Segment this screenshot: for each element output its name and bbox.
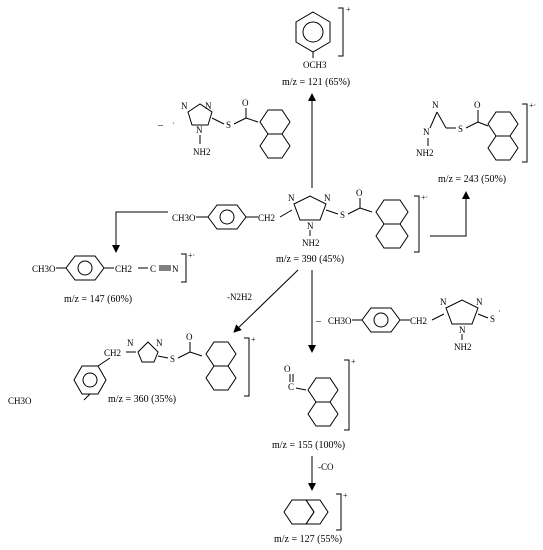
svg-text:–: –: [157, 120, 164, 131]
svg-text:·: ·: [498, 307, 501, 316]
mz-360-label: m/z = 360 (35%): [108, 394, 176, 405]
mz-155-label: m/z = 155 (100%): [272, 440, 345, 451]
svg-text:S: S: [226, 120, 231, 130]
svg-text:+·: +·: [188, 251, 195, 260]
svg-text:N: N: [423, 127, 430, 137]
svg-text:CH2: CH2: [258, 213, 275, 223]
svg-text:+: +: [346, 5, 351, 14]
svg-text:O: O: [242, 98, 249, 108]
svg-text:N: N: [440, 297, 447, 307]
svg-text:C: C: [288, 382, 294, 392]
svg-text:CH3O: CH3O: [8, 396, 32, 406]
fragment-147: CH3O CH2 C N +·: [32, 251, 195, 283]
svg-text:O: O: [356, 188, 363, 198]
mz-127-label: m/z = 127 (55%): [274, 534, 342, 545]
arrow-to-147: [112, 211, 168, 253]
svg-text:·: ·: [172, 119, 175, 128]
svg-text:N: N: [172, 264, 179, 274]
svg-text:N: N: [181, 101, 188, 111]
svg-text:O: O: [284, 364, 291, 374]
methoxy-label: OCH3: [303, 60, 327, 70]
svg-text:S: S: [490, 314, 495, 324]
svg-text:N: N: [459, 325, 466, 335]
arrow-to-243: [430, 191, 470, 237]
mz-243-label: m/z = 243 (50%): [438, 174, 506, 185]
fragment-243: N N S O NH2 +·: [416, 100, 536, 163]
svg-text:CH2: CH2: [115, 264, 132, 274]
svg-text:N: N: [324, 193, 331, 203]
svg-text:O: O: [474, 100, 481, 110]
neutral-triazolyl-methoxybenzyl: – CH3O CH2 N N N NH2 S ·: [315, 297, 501, 352]
svg-text:N: N: [156, 338, 163, 348]
svg-text:N: N: [476, 297, 483, 307]
methoxyphenyl-cation: OCH3 +: [295, 5, 351, 70]
svg-text:CH3O: CH3O: [172, 213, 196, 223]
molecular-ion: CH3O CH2 N N N NH2 S O +·: [172, 188, 428, 253]
svg-text:+: +: [251, 335, 256, 344]
svg-text:NH2: NH2: [454, 342, 472, 352]
svg-text:S: S: [340, 210, 345, 220]
loss-n2h2-label: -N2H2: [227, 292, 252, 302]
svg-text:CH3O: CH3O: [328, 316, 352, 326]
svg-text:C: C: [150, 264, 156, 274]
svg-text:NH2: NH2: [193, 147, 211, 157]
svg-text:N: N: [196, 125, 203, 135]
svg-text:+: +: [351, 357, 356, 366]
svg-text:+: +: [343, 491, 348, 500]
mz-147-label: m/z = 147 (60%): [64, 294, 132, 305]
neutral-triazolyl-thioester: – · N N N NH2 S O: [157, 98, 291, 159]
svg-text:N: N: [127, 338, 134, 348]
naphthoyl-cation: O C +: [284, 357, 356, 431]
svg-text:S: S: [170, 354, 175, 364]
svg-text:CH3O: CH3O: [32, 264, 56, 274]
svg-text:+·: +·: [529, 101, 536, 110]
svg-text:N: N: [288, 193, 295, 203]
svg-text:NH2: NH2: [302, 238, 320, 248]
svg-text:CH2: CH2: [410, 316, 427, 326]
loss-co-label: -CO: [318, 462, 334, 472]
mz-121-label: m/z = 121 (65%): [282, 77, 350, 88]
svg-text:N: N: [205, 101, 212, 111]
mz-390-label: m/z = 390 (45%): [276, 254, 344, 265]
fragment-360: CH3O CH2 N N S O +: [8, 332, 256, 406]
naphthyl-cation: +: [283, 491, 348, 531]
svg-text:NH2: NH2: [416, 148, 434, 158]
svg-text:N: N: [432, 100, 439, 110]
svg-text:N: N: [307, 221, 314, 231]
svg-text:S: S: [458, 124, 463, 134]
arrow-to-360: [233, 269, 299, 333]
svg-text:+·: +·: [421, 193, 428, 202]
svg-text:–: –: [315, 316, 322, 327]
svg-text:O: O: [186, 332, 193, 342]
svg-text:CH2: CH2: [104, 348, 121, 358]
